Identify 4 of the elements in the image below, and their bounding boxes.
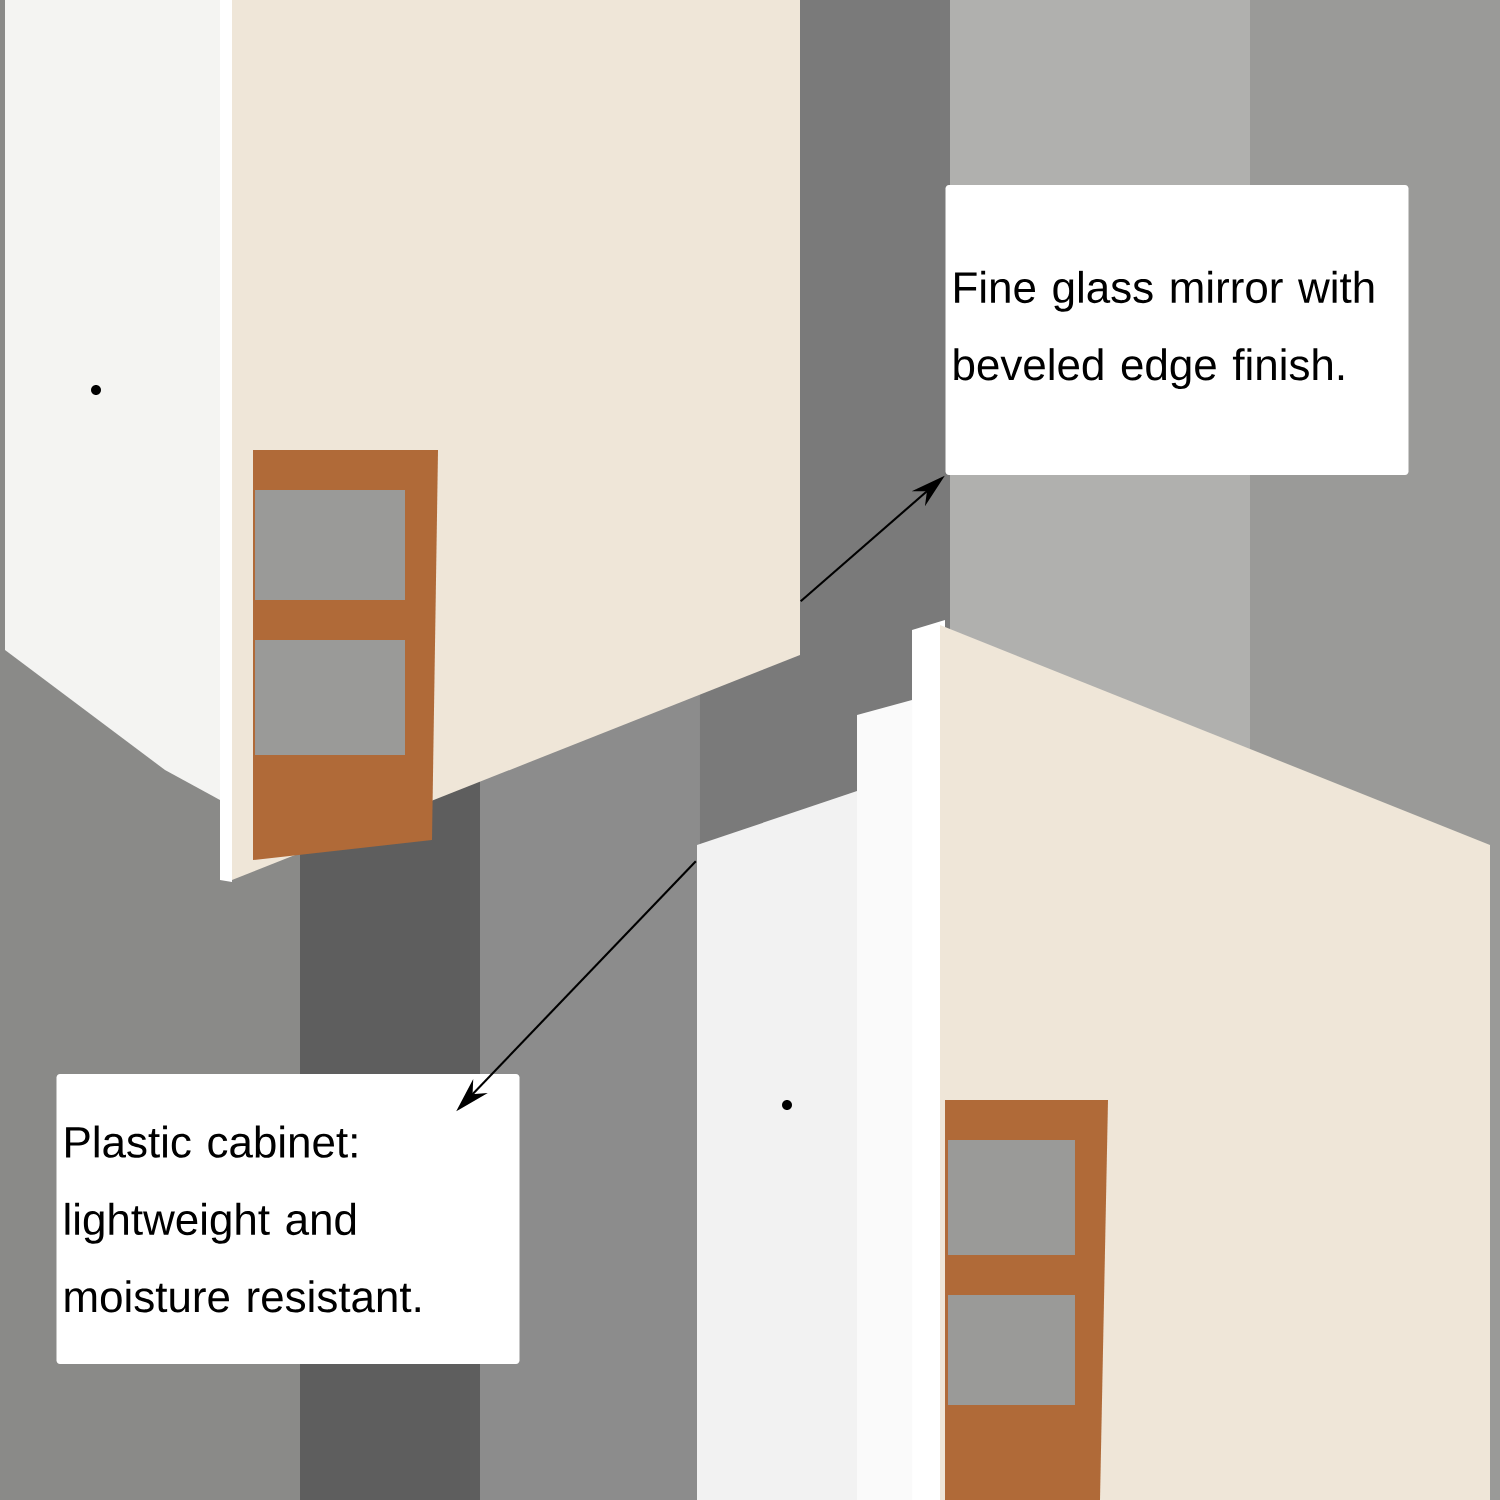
callout-box: Fine glass mirror with beveled edge finish. [945,185,1409,475]
callout-box: Plastic cabinet: lightweight and moisture resistant. [56,1074,520,1364]
mirror-door-drawing [5,0,800,882]
cabinet-drawing [697,620,1490,1500]
